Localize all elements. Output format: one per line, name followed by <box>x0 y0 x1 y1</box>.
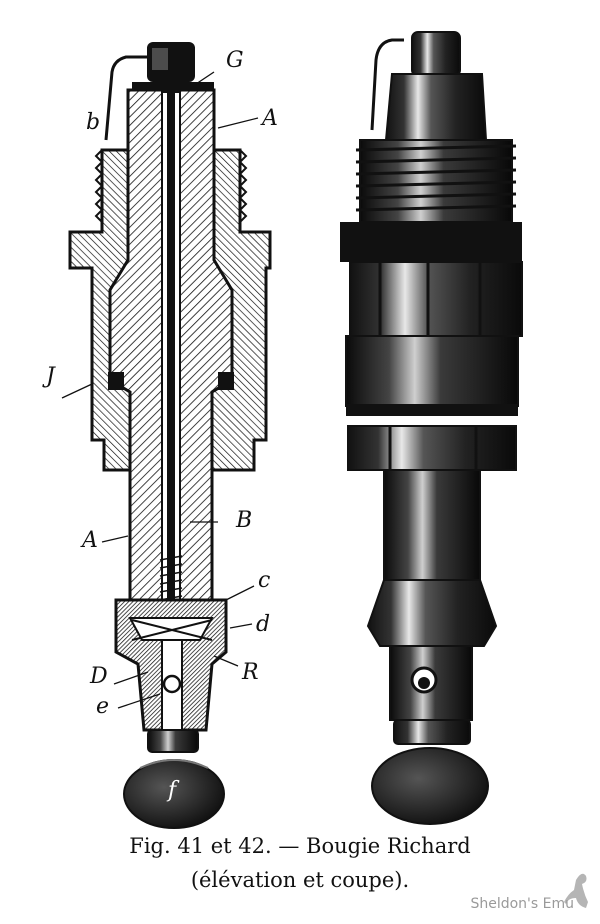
watermark-text: Sheldon's Emu <box>470 896 574 912</box>
label-R: R <box>242 660 259 685</box>
label-d: d <box>256 612 271 637</box>
label-b: b <box>86 110 101 135</box>
elevation-view <box>340 31 523 825</box>
label-e: e <box>96 694 110 719</box>
emu-logo-icon <box>564 873 588 908</box>
label-A-bottom: A <box>82 528 98 553</box>
label-J: J <box>46 364 55 389</box>
figure-caption-subtitle: (élévation et coupe). <box>190 868 410 892</box>
label-B: B <box>236 508 253 533</box>
label-D: D <box>90 664 108 689</box>
label-G: G <box>226 48 244 73</box>
label-A-top: A <box>262 106 278 131</box>
label-f: f <box>168 778 177 803</box>
section-view <box>61 42 272 829</box>
thread-section <box>355 139 517 223</box>
label-c: c <box>258 568 271 593</box>
figure-caption-title: Fig. 41 et 42. — Bougie Richard <box>129 834 471 858</box>
